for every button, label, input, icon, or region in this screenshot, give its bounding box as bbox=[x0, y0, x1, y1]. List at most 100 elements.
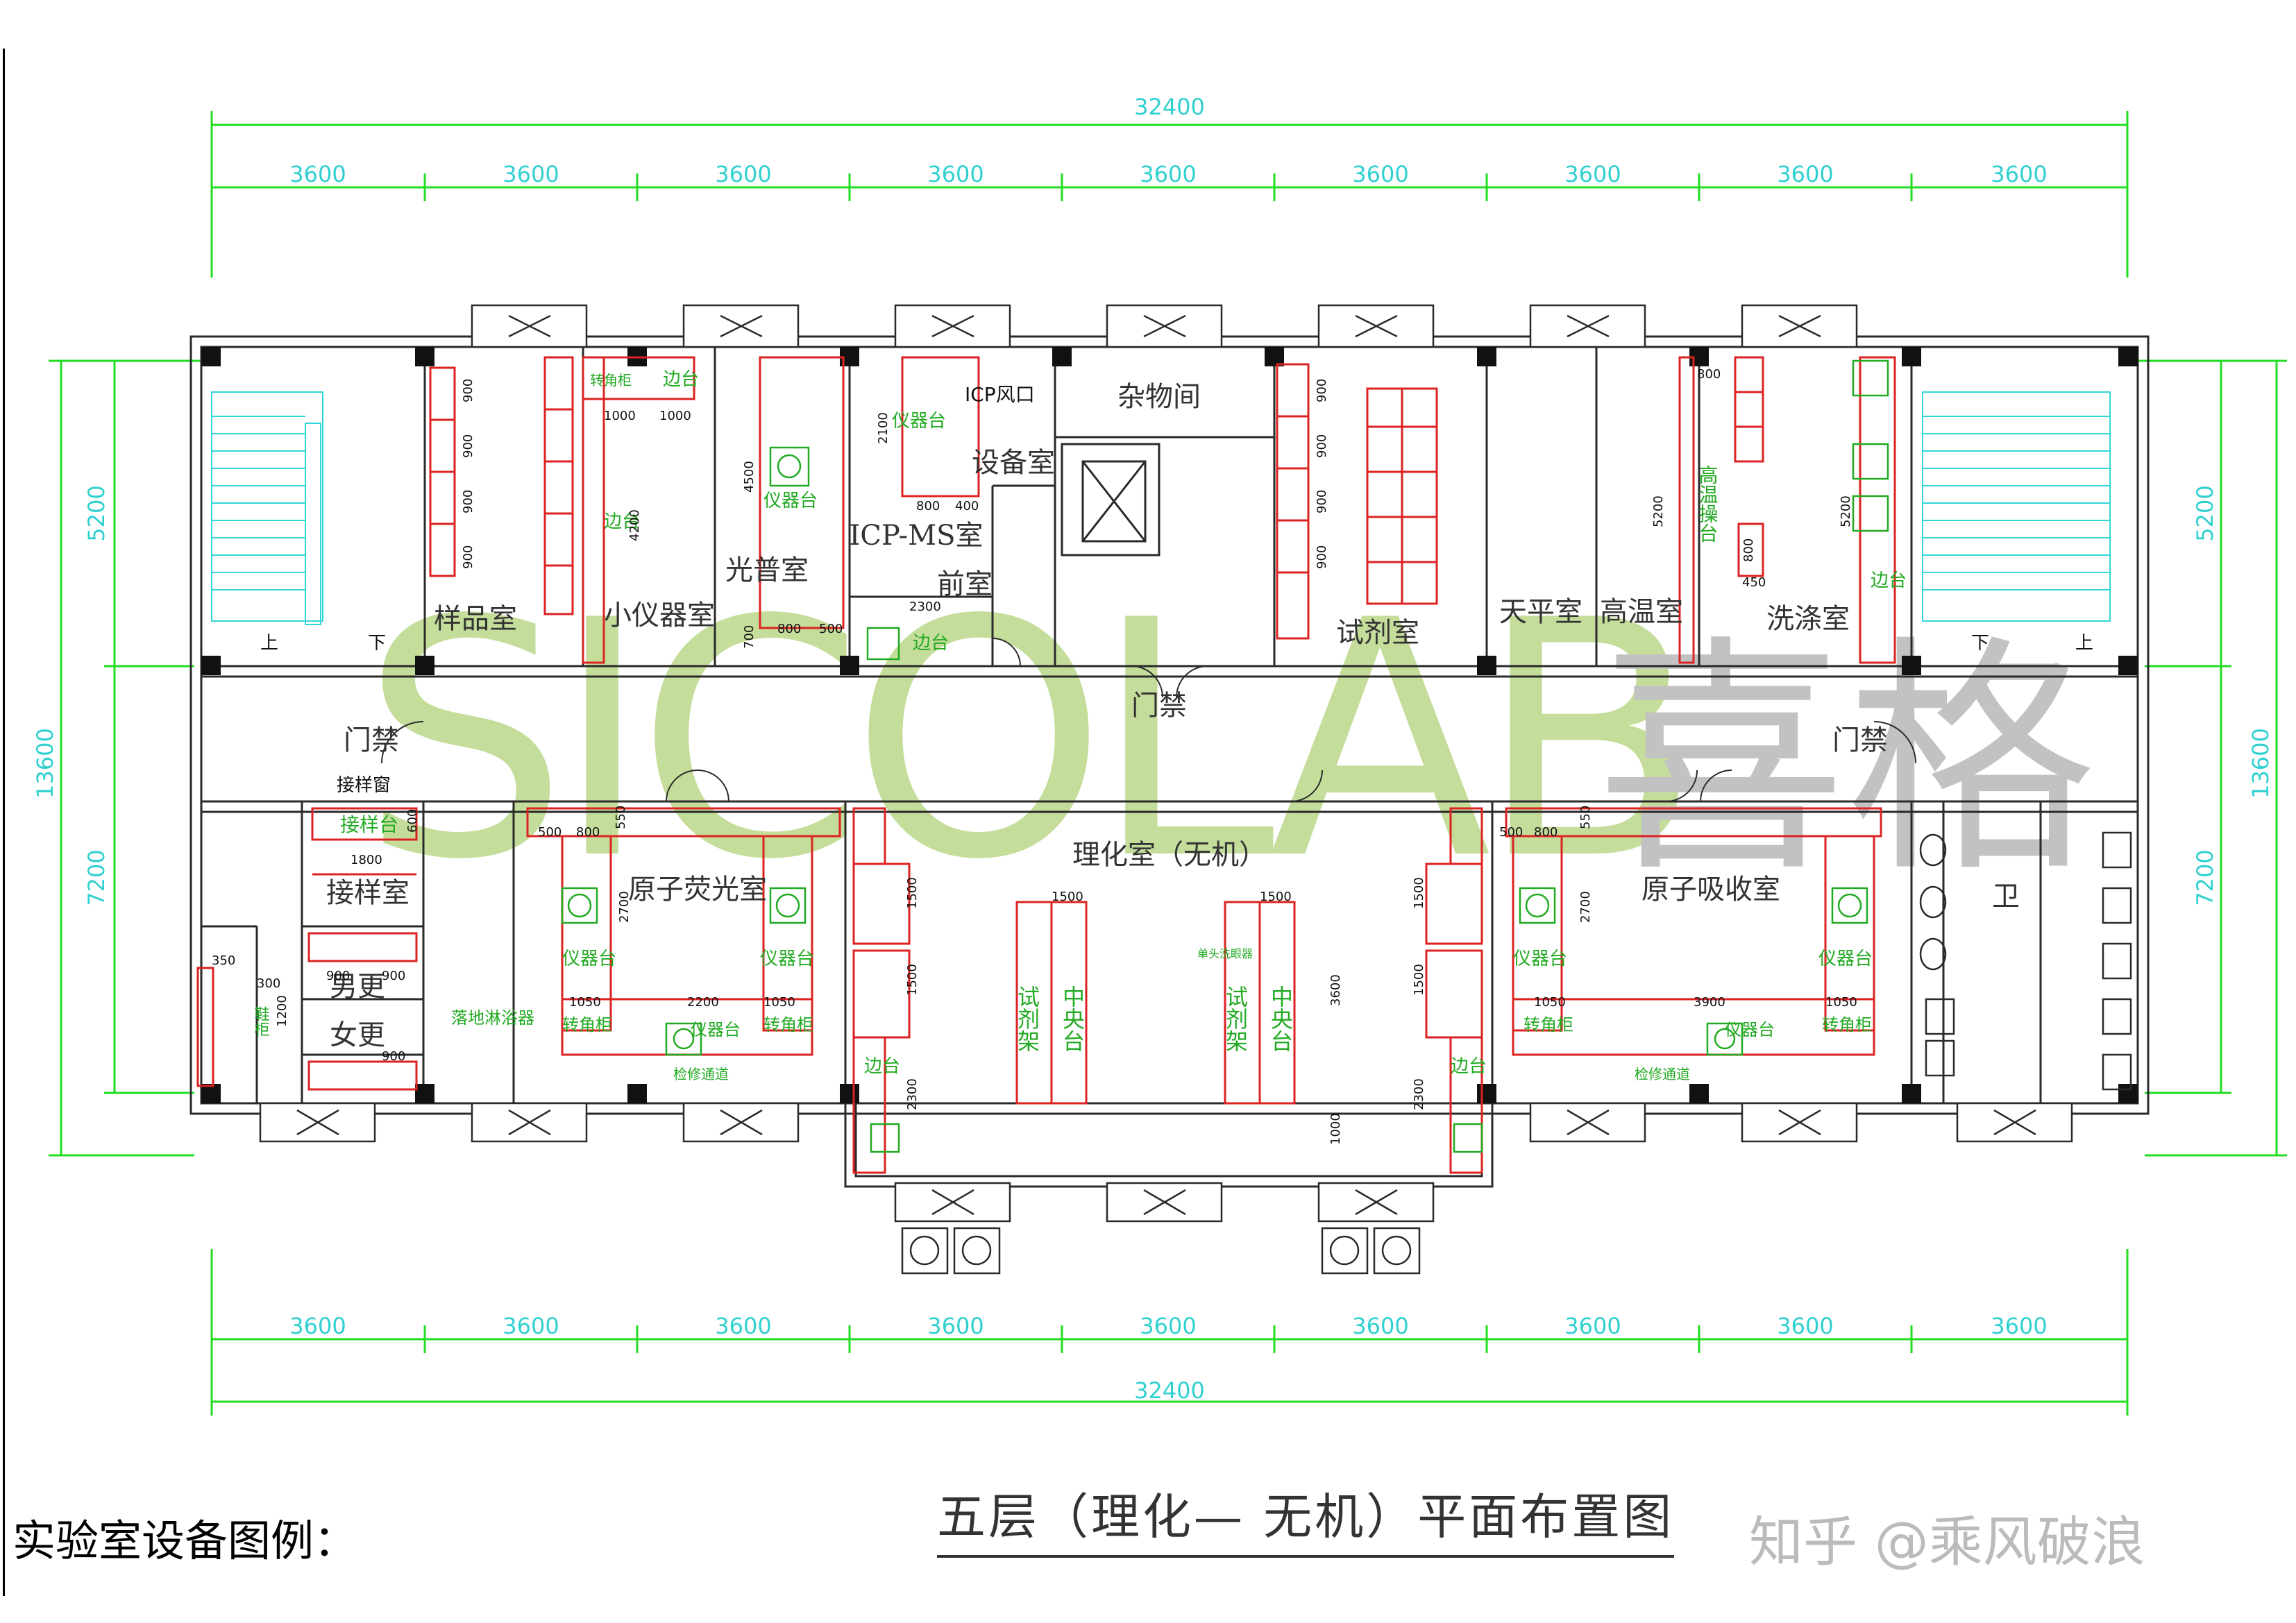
dim: 900 bbox=[382, 1049, 405, 1064]
toilet-fixtures bbox=[1919, 831, 2132, 1091]
instrument-bench-label: 仪器台 bbox=[1513, 949, 1567, 969]
side-bench-label: 边台 bbox=[913, 633, 949, 654]
dim-top-bay: 3600 bbox=[715, 161, 771, 187]
central-bench-label: 中央台 bbox=[1059, 985, 1086, 1052]
dim-bottom-bay: 3600 bbox=[927, 1313, 984, 1339]
service-aisle-label: 检修通道 bbox=[673, 1066, 729, 1082]
dim: 4200 bbox=[627, 509, 642, 541]
dim-top-bay: 3600 bbox=[1140, 161, 1196, 187]
dim: 3900 bbox=[1694, 995, 1725, 1010]
watermark: SICOLAB 喜格 bbox=[361, 551, 2096, 931]
single-eyewash-label: 单头洗眼器 bbox=[1197, 947, 1253, 960]
small-dimensions: 1000 1000 4200 4500 700 800 500 2100 800… bbox=[212, 367, 1857, 1145]
side-bench-label: 边台 bbox=[1451, 1056, 1487, 1077]
drawing-title: 五层（理化— 无机）平面布置图 bbox=[937, 1478, 1675, 1558]
dimension-lines bbox=[49, 111, 2287, 1416]
side-bench-label: 边台 bbox=[864, 1056, 900, 1077]
room-balance: 天平室 bbox=[1499, 596, 1582, 628]
room-chem-lab: 理化室（无机） bbox=[1072, 839, 1267, 871]
dim-top-bay: 3600 bbox=[1991, 161, 2047, 187]
reagent-rack-label: 试剂架 bbox=[1014, 985, 1040, 1052]
high-temp-bench-label: 高温操台 bbox=[1696, 465, 1719, 543]
annotations: ICP风口 接样窗 接样台 落地淋浴器 上 下 下 上 边台 转角柜 边台 仪器… bbox=[252, 369, 2094, 1082]
dim: 2700 bbox=[1578, 891, 1593, 923]
dim: 1500 bbox=[1412, 964, 1426, 996]
outdoor-units bbox=[901, 1227, 1421, 1275]
stair-down-left: 下 bbox=[368, 633, 386, 654]
elevator bbox=[1061, 443, 1160, 556]
dim-left-upper: 5200 bbox=[83, 485, 110, 541]
dim-bottom-bay: 3600 bbox=[1140, 1313, 1196, 1339]
dim-bottom-bay: 3600 bbox=[1352, 1313, 1408, 1339]
dim: 2700 bbox=[617, 891, 632, 923]
stair-up-right: 上 bbox=[2075, 633, 2093, 654]
instrument-bench-label: 仪器台 bbox=[1818, 949, 1873, 969]
dim: 1050 bbox=[1825, 995, 1857, 1010]
dim: 800 bbox=[1534, 825, 1558, 840]
dim: 900 bbox=[461, 434, 475, 458]
dim: 900 bbox=[461, 379, 475, 402]
dim: 500 bbox=[819, 622, 843, 636]
dim: 1500 bbox=[905, 877, 920, 909]
watermark-cn: 喜格 bbox=[1596, 615, 2096, 906]
dim: 550 bbox=[1578, 806, 1593, 829]
dim-bottom-bay: 3600 bbox=[1991, 1313, 2047, 1339]
dim: 900 bbox=[326, 969, 350, 983]
dim: 800 bbox=[576, 825, 600, 840]
dim: 1500 bbox=[905, 964, 920, 996]
room-small-instrument: 小仪器室 bbox=[604, 600, 715, 631]
dim-top-bay: 3600 bbox=[927, 161, 984, 187]
shoe-rack-label: 鞋柜 bbox=[252, 1006, 270, 1037]
icp-vent-label: ICP风口 bbox=[965, 383, 1035, 406]
dim: 450 bbox=[1742, 575, 1766, 590]
dim: 1000 bbox=[1328, 1113, 1343, 1145]
dim: 1050 bbox=[1534, 995, 1566, 1010]
dim: 2100 bbox=[876, 412, 890, 444]
dim-bottom-bay: 3600 bbox=[289, 1313, 346, 1339]
reagent-rack-label: 试剂架 bbox=[1222, 985, 1249, 1052]
dim: 900 bbox=[382, 969, 405, 983]
dim: 5200 bbox=[1651, 495, 1666, 527]
room-icp-ms: ICP-MS室 bbox=[849, 520, 983, 552]
room-equipment: 设备室 bbox=[972, 447, 1055, 479]
dim: 350 bbox=[212, 953, 235, 968]
instrument-bench-label: 仪器台 bbox=[760, 949, 814, 969]
room-anteroom: 前室 bbox=[937, 568, 993, 600]
dim-right-lower: 7200 bbox=[2192, 849, 2218, 906]
dim: 1050 bbox=[569, 995, 601, 1010]
room-sample: 样品室 bbox=[434, 603, 517, 635]
dim: 1000 bbox=[659, 409, 691, 423]
stairs-right bbox=[1922, 391, 2111, 622]
dim: 500 bbox=[538, 825, 562, 840]
room-sample-receiving: 接样室 bbox=[326, 877, 410, 909]
side-bench-label: 边台 bbox=[663, 369, 699, 390]
stairs-left bbox=[211, 391, 323, 625]
room-female-changing: 女更 bbox=[330, 1019, 385, 1051]
dim: 500 bbox=[1499, 825, 1523, 840]
dim: 800 bbox=[1697, 367, 1721, 382]
service-aisle-label: 检修通道 bbox=[1635, 1066, 1690, 1082]
dim-top-bay: 3600 bbox=[1352, 161, 1408, 187]
dim-bottom-bay: 3600 bbox=[1777, 1313, 1833, 1339]
stair-up-left: 上 bbox=[260, 633, 278, 654]
dim: 550 bbox=[614, 806, 628, 829]
dim: 3600 bbox=[1328, 974, 1343, 1006]
room-toilet: 卫 bbox=[1992, 881, 2020, 912]
dim: 600 bbox=[405, 809, 420, 833]
room-aas: 原子吸收室 bbox=[1641, 874, 1780, 906]
dim: 2200 bbox=[687, 995, 719, 1010]
room-labels: 样品室 小仪器室 光普室 设备室 ICP-MS室 前室 杂物间 试剂室 天平室 … bbox=[326, 381, 2020, 1051]
room-male-changing: 男更 bbox=[330, 971, 385, 1003]
dim-top-bay: 3600 bbox=[1564, 161, 1621, 187]
dim: 5200 bbox=[1839, 495, 1853, 527]
side-bench-label: 边台 bbox=[1871, 570, 1907, 591]
dim: 2300 bbox=[909, 600, 941, 614]
corner-cabinet-label: 转角柜 bbox=[562, 1015, 612, 1035]
room-washing: 洗涤室 bbox=[1766, 603, 1850, 635]
corner-cabinet-label: 转角柜 bbox=[1822, 1015, 1872, 1035]
instrument-bench-label: 仪器台 bbox=[691, 1020, 741, 1039]
dim: 800 bbox=[1741, 538, 1756, 562]
dim: 900 bbox=[461, 490, 475, 513]
dim-left-lower: 7200 bbox=[83, 849, 110, 906]
dim: 400 bbox=[955, 499, 979, 513]
